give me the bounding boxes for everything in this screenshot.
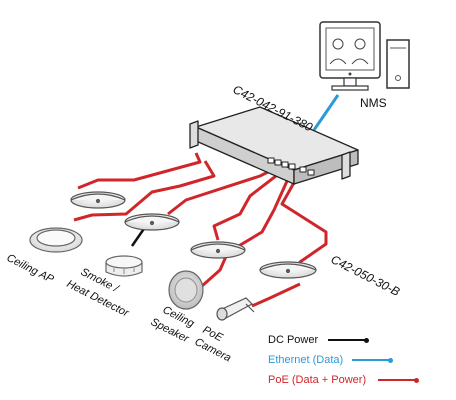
legend-label: PoE (Data + Power) <box>268 374 367 386</box>
legend-item-poe: PoE (Data + Power) <box>268 370 448 390</box>
legend-dot <box>414 377 419 383</box>
legend: DC Power Ethernet (Data) PoE (Data + Pow… <box>268 330 448 390</box>
ceiling-ap-icon <box>29 227 83 253</box>
legend-line <box>352 359 390 361</box>
network-switch <box>189 106 359 185</box>
legend-item-ethernet: Ethernet (Data) <box>268 350 448 370</box>
legend-item-dc-power: DC Power <box>268 330 448 350</box>
smoke-detector-icon <box>105 255 143 277</box>
nms-label: NMS <box>360 96 387 110</box>
access-point-icon <box>259 261 317 279</box>
ceiling-speaker-icon <box>168 270 204 310</box>
legend-dot <box>364 337 369 343</box>
legend-label: DC Power <box>268 334 319 346</box>
access-point-icon <box>70 191 126 209</box>
poe-cables <box>73 152 328 308</box>
legend-line <box>328 339 366 341</box>
poe-camera-icon <box>216 297 255 321</box>
access-point-icon <box>190 241 246 259</box>
access-point-icon <box>124 213 180 231</box>
ceiling-ap-label: Ceiling AP <box>5 252 56 286</box>
legend-line <box>378 379 416 381</box>
legend-label: Ethernet (Data) <box>268 354 344 366</box>
ap-model-label: C42-050-30-B <box>329 252 403 299</box>
ethernet-cable <box>312 94 340 131</box>
nms-computer-icon <box>319 21 410 91</box>
legend-dot <box>388 357 393 363</box>
